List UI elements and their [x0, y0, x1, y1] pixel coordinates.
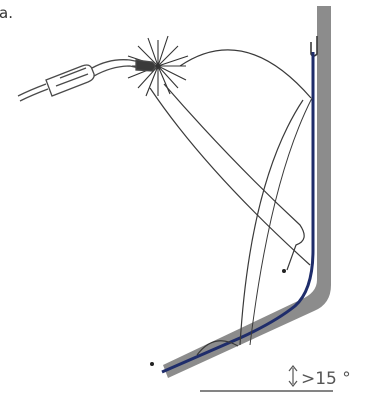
marker-dot-left — [150, 362, 154, 366]
torch-arc-inner — [249, 97, 313, 346]
torch-arc-left — [149, 87, 311, 266]
steel-plate — [163, 6, 331, 378]
corner-text: a. — [0, 4, 13, 22]
weld-path-line — [161, 52, 315, 374]
angle-label: >15 ° — [301, 369, 351, 389]
marker-dot-mid — [282, 269, 286, 273]
torch-arc-mid — [163, 83, 305, 271]
welding-torch-icon — [17, 59, 156, 102]
torch-arc-large — [179, 49, 312, 99]
double-arrow-icon — [288, 365, 298, 387]
torch-arc-down — [239, 99, 304, 346]
base-arc-small — [196, 340, 239, 356]
